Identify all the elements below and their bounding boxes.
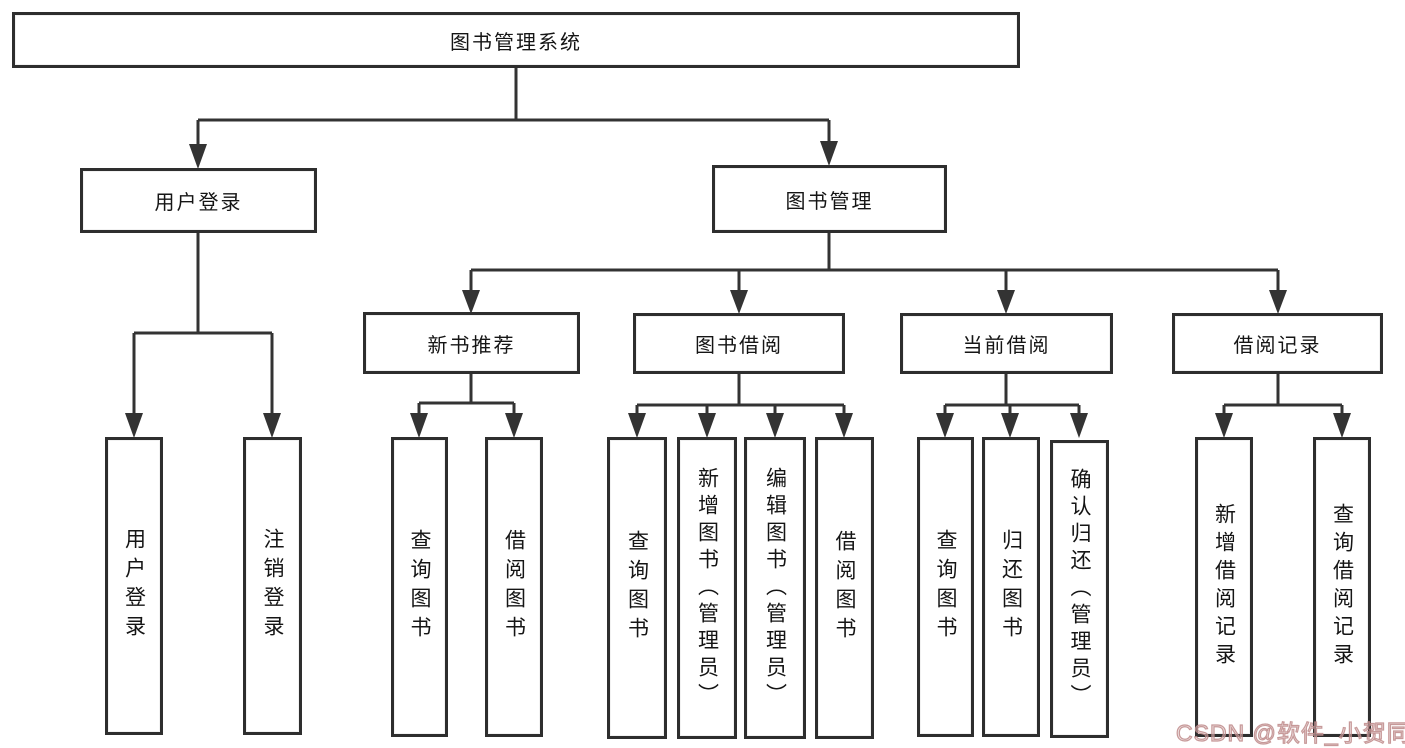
- node-current-return-books: 归还图书: [982, 437, 1040, 737]
- node-borrow-records-label: 借阅记录: [1233, 335, 1322, 357]
- node-rec-borrow-books-label: 借阅图书: [502, 529, 526, 645]
- node-logout-leaf-label: 注销登录: [261, 528, 284, 644]
- node-rec-query-books-label: 查询图书: [408, 529, 431, 645]
- node-logout-leaf: 注销登录: [243, 437, 302, 735]
- node-current-borrow: 当前借阅: [900, 313, 1113, 374]
- node-current-confirm-return-admin-label: 确认归还（管理员）: [1068, 467, 1091, 711]
- node-current-borrow-label: 当前借阅: [962, 335, 1051, 357]
- node-borrow-query-books-label: 查询图书: [625, 530, 649, 646]
- node-records-query-record: 查询借阅记录: [1313, 437, 1371, 737]
- node-new-book-recommend: 新书推荐: [363, 312, 580, 374]
- node-root-label: 图书管理系统: [450, 31, 582, 54]
- node-rec-query-books: 查询图书: [391, 437, 448, 737]
- node-book-borrow: 图书借阅: [633, 313, 845, 374]
- node-book-management-label: 图书管理: [785, 190, 874, 213]
- node-borrow-borrow-books: 借阅图书: [815, 437, 874, 739]
- node-current-return-books-label: 归还图书: [999, 529, 1023, 645]
- node-borrow-query-books: 查询图书: [607, 437, 667, 739]
- node-borrow-borrow-books-label: 借阅图书: [833, 530, 856, 646]
- node-rec-borrow-books: 借阅图书: [485, 437, 543, 737]
- node-borrow-records: 借阅记录: [1172, 313, 1383, 374]
- node-current-query-books: 查询图书: [917, 437, 974, 737]
- node-borrow-edit-books-admin-label: 编辑图书（管理员）: [763, 466, 787, 710]
- node-records-query-record-label: 查询借阅记录: [1330, 503, 1354, 671]
- node-user-login: 用户登录: [80, 168, 317, 233]
- node-book-management: 图书管理: [712, 165, 947, 233]
- node-current-confirm-return-admin: 确认归还（管理员）: [1050, 440, 1109, 738]
- node-borrow-add-books-admin-label: 新增图书（管理员）: [695, 466, 719, 710]
- node-new-book-recommend-label: 新书推荐: [427, 334, 516, 357]
- node-current-query-books-label: 查询图书: [934, 529, 957, 645]
- node-login-leaf: 用户登录: [105, 437, 163, 735]
- node-records-add-record: 新增借阅记录: [1195, 437, 1253, 737]
- csdn-watermark: CSDN @软件_小贺同学: [1175, 719, 1405, 746]
- node-root: 图书管理系统: [12, 12, 1020, 68]
- node-borrow-add-books-admin: 新增图书（管理员）: [677, 437, 737, 739]
- node-user-login-label: 用户登录: [154, 192, 243, 214]
- node-book-borrow-label: 图书借阅: [695, 335, 783, 357]
- node-records-add-record-label: 新增借阅记录: [1212, 503, 1236, 671]
- node-login-leaf-label: 用户登录: [122, 528, 146, 644]
- node-borrow-edit-books-admin: 编辑图书（管理员）: [744, 437, 806, 739]
